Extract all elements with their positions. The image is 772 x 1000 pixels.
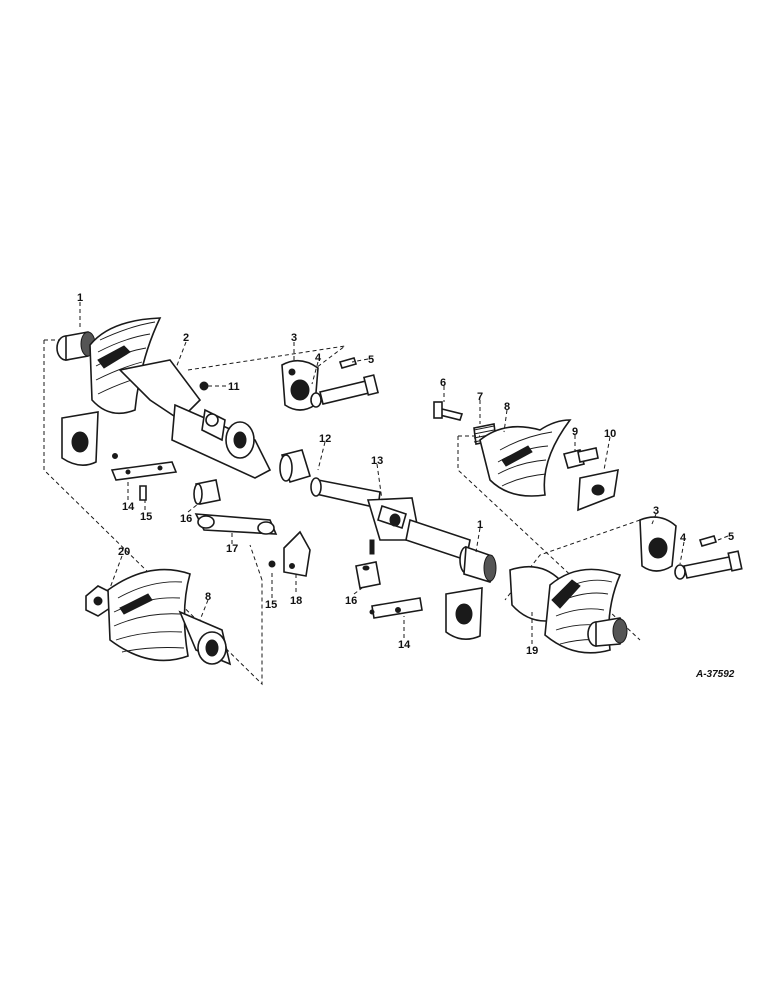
nut-part-20	[85, 585, 111, 617]
disc-housing-part-2	[89, 317, 202, 422]
bracket-part-14-center	[369, 597, 423, 619]
callout-4-top: 4	[315, 352, 322, 364]
bolt-part-6	[433, 401, 464, 421]
callout-17: 17	[226, 543, 238, 555]
figure-reference: A-37592	[695, 669, 735, 680]
callout-6: 6	[440, 377, 446, 389]
callout-15-left: 15	[140, 511, 152, 523]
callout-3-top: 3	[291, 332, 297, 344]
bearing-cap-right-lower	[445, 587, 483, 640]
sleeve-part-16-left	[193, 479, 221, 505]
callout-11: 11	[228, 381, 240, 393]
bushing-part-1-center	[459, 545, 497, 583]
bolt-part-5-right	[683, 535, 743, 579]
bracket-part-17	[194, 513, 278, 535]
callout-12: 12	[319, 433, 331, 445]
callout-7: 7	[477, 391, 483, 403]
plate-part-10	[577, 468, 619, 512]
axle-shaft-part-12	[279, 449, 381, 509]
screw-part-15-center	[268, 560, 276, 568]
callout-8-top: 8	[504, 401, 510, 413]
axle-housing-tube	[171, 403, 272, 479]
callout-16-center: 16	[345, 595, 357, 607]
bearing-cap-part-3-right	[639, 516, 677, 572]
callout-labels: 1 2 3 4 5 6 7 8 9 10 11 12 13 14 15 16 1…	[77, 292, 734, 657]
callout-8-lower: 8	[205, 591, 211, 603]
callout-5-right: 5	[728, 531, 734, 543]
bracket-part-18	[283, 530, 311, 577]
bearing-cap-left-lower	[61, 411, 99, 466]
callout-9: 9	[572, 426, 578, 438]
callout-3-right: 3	[653, 505, 659, 517]
callout-4-right: 4	[680, 532, 687, 544]
bolt-part-9	[563, 447, 599, 469]
bearing-cap-part-3-top	[281, 359, 319, 411]
bushing-right-outer	[587, 617, 628, 647]
callout-18: 18	[290, 595, 302, 607]
callout-leaders	[79, 302, 729, 644]
assembly-outline-right	[457, 435, 641, 641]
callout-14-left: 14	[122, 501, 135, 513]
disc-part-8-lower	[107, 568, 232, 666]
pin-part-16-center	[369, 539, 375, 555]
callout-19: 19	[526, 645, 538, 657]
callout-5-top: 5	[368, 354, 374, 366]
sleeve-part-16-center	[355, 561, 381, 589]
leader-shaft-top	[187, 345, 346, 381]
bracket-part-14-left	[110, 461, 178, 481]
disc-half-part-8-upper	[479, 419, 572, 497]
callout-14-center: 14	[398, 639, 411, 651]
callout-15-center: 15	[265, 599, 277, 611]
cross-housing-part-13	[366, 497, 471, 562]
callout-20: 20	[118, 546, 130, 558]
callout-16-left: 16	[180, 513, 192, 525]
bolt-part-11	[199, 381, 209, 391]
callout-13: 13	[371, 455, 383, 467]
callout-2: 2	[183, 332, 189, 344]
callout-1-left: 1	[77, 292, 83, 304]
bolt-part-5-top	[319, 357, 379, 405]
callout-1-center: 1	[477, 519, 483, 531]
screw-part-15-left	[112, 453, 147, 501]
callout-10: 10	[604, 428, 616, 440]
washer-part-4-top	[310, 392, 322, 408]
